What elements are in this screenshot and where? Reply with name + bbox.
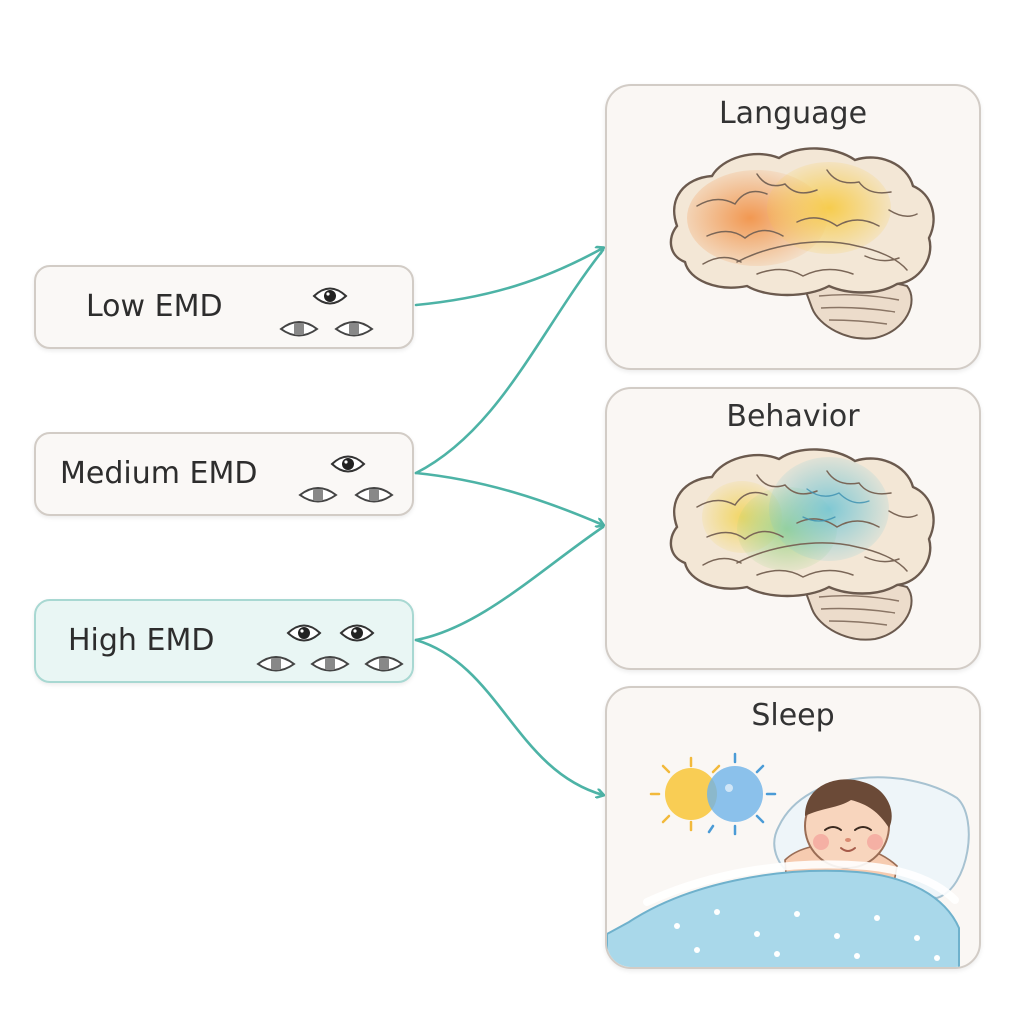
open-eye-icon [286,624,322,642]
outcome-panel-language: Language [605,84,981,370]
arrow-medium-to-language [414,248,605,475]
outcome-panel-behavior: Behavior [605,387,981,670]
closed-eye-icon [310,656,350,672]
closed-eye-icon [279,321,319,337]
eyes-icon-high [256,624,404,672]
emd-box-medium: Medium EMD [34,432,414,516]
emd-label-low: Low EMD [86,289,223,324]
eyes-icon-medium [298,455,394,503]
closed-eye-icon [334,321,374,337]
outcome-title-sleep: Sleep [751,698,835,733]
brain-icon [669,448,935,641]
arrow-low-to-language [414,248,603,307]
arrow-medium-to-behavior [414,471,603,525]
sun-icon [649,756,721,832]
closed-eye-icon [256,656,296,672]
open-eye-icon [330,455,366,473]
brain-icon [669,147,935,340]
outcome-title-language: Language [718,96,868,131]
closed-eye-icon [354,487,394,503]
closed-eye-icon [364,656,404,672]
moon-orb-icon [707,752,777,836]
emd-box-high: High EMD [34,599,414,683]
open-eye-icon [339,624,375,642]
sleeping-baby-icon [607,752,970,967]
outcome-title-behavior: Behavior [726,399,860,434]
emd-label-high: High EMD [68,623,215,658]
emd-box-low: Low EMD [34,265,414,349]
arrow-high-to-behavior [414,525,605,642]
outcome-panel-sleep: Sleep [605,686,981,969]
emd-label-medium: Medium EMD [60,456,258,491]
arrow-high-to-sleep [414,638,603,795]
closed-eye-icon [298,487,338,503]
eyes-icon-low [279,287,374,337]
open-eye-icon [312,287,348,305]
